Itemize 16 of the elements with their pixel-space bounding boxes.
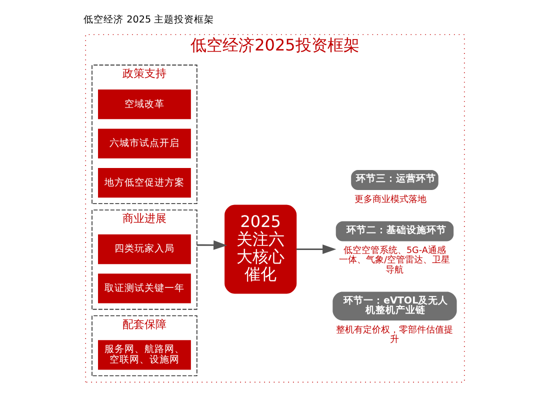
node-box: 环节一：eVTOL及无人机整机产业链 [332, 292, 457, 321]
node-box: 2025 关注六大核心催化 [224, 204, 297, 294]
node-label: 低空空管系统、5G-A通感一体、气象/空管雷达、卫星导航 [339, 246, 450, 276]
node-box: 服务网、航路网、空联网、设施网 [98, 340, 191, 370]
node-box: 环节二：基础设施环节 [336, 221, 454, 242]
arrow [196, 240, 228, 250]
node-box: 六城市试点开启 [98, 128, 191, 158]
node-box: 取证测试关键一年 [98, 274, 191, 304]
node-box: 四类玩家入局 [98, 234, 191, 264]
arrow [296, 244, 336, 254]
node-label: 整机有定价权，零部件估值提升 [336, 325, 453, 345]
diagram-title: 低空经济 2025 主题投资框架 [84, 14, 214, 26]
node-box: 空域改革 [98, 90, 191, 120]
node-box: 环节三：运营环节 [351, 170, 438, 190]
node-label: 更多商业模式落地 [354, 194, 426, 205]
node-box: 地方低空促进方案 [98, 168, 191, 198]
